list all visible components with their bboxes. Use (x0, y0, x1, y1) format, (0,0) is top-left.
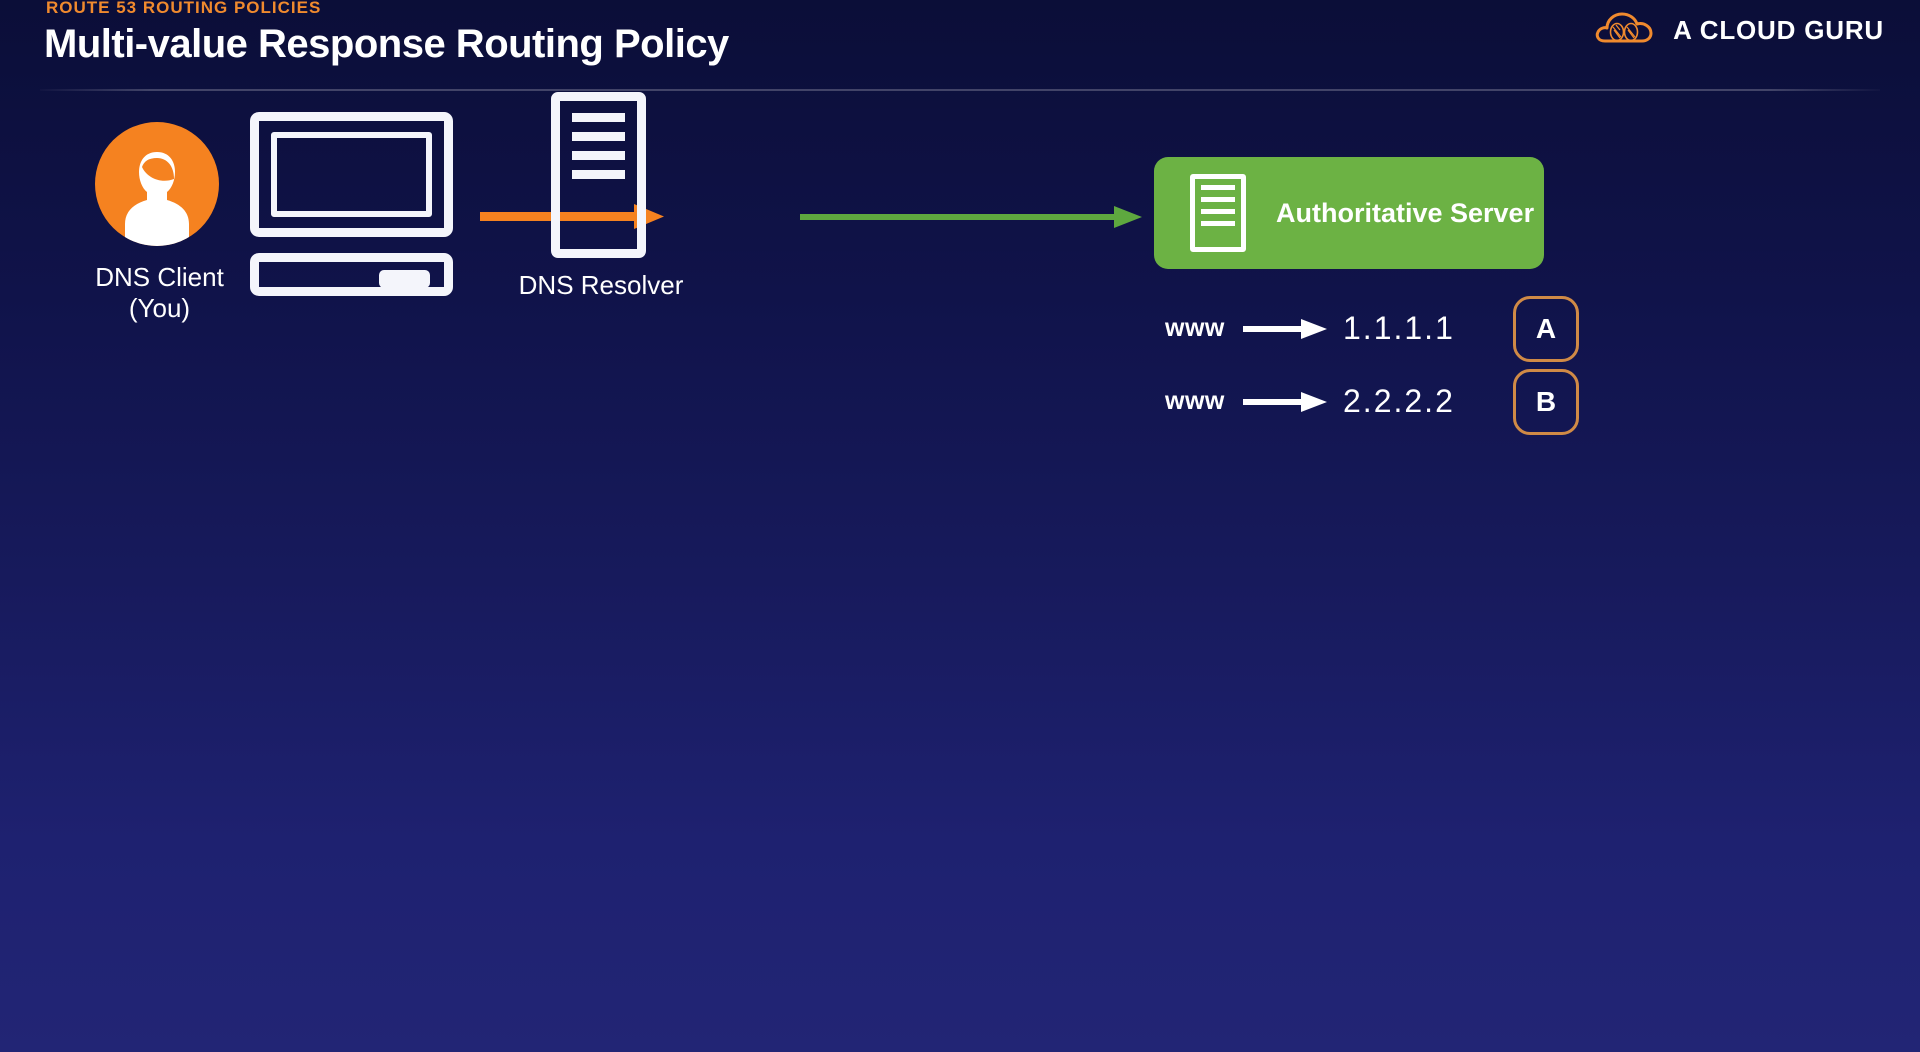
response-arrow-green (800, 200, 1150, 239)
dns-record-row: www 2.2.2.2 B (1165, 365, 1625, 438)
brand-name: A CLOUD GURU (1673, 15, 1884, 45)
server-bar (572, 113, 625, 122)
page-header: ROUTE 53 ROUTING POLICIES Multi-value Re… (0, 0, 1920, 92)
dns-record-list: www 1.1.1.1 A www 2.2.2.2 B (1165, 292, 1625, 438)
server-rack-bars (1201, 185, 1235, 233)
eyebrow-label: ROUTE 53 ROUTING POLICIES (46, 0, 322, 17)
page-title: Multi-value Response Routing Policy (44, 22, 729, 66)
record-badge: A (1513, 295, 1579, 362)
dns-client-label: DNS Client (You) (87, 262, 232, 324)
dns-client-label-line1: DNS Client (95, 262, 224, 292)
monitor-screen (271, 132, 432, 217)
record-ip: 1.1.1.1 (1343, 310, 1455, 346)
diagram-canvas: DNS Client (You) (0, 92, 1920, 1052)
record-badge: B (1513, 368, 1579, 435)
desktop-computer-icon (250, 112, 453, 312)
cloud-guru-logo-icon (1595, 8, 1657, 53)
user-avatar-icon (95, 122, 219, 246)
server-bar (572, 132, 625, 141)
dns-resolver-node: DNS Resolver (519, 92, 756, 392)
server-rack-icon (1190, 174, 1246, 252)
record-ip: 2.2.2.2 (1343, 383, 1455, 419)
arrow-right-white-icon (1237, 316, 1337, 342)
dns-client-label-line2: (You) (128, 293, 191, 323)
server-rack-bars (572, 113, 625, 189)
dns-record-row: www 1.1.1.1 A (1165, 292, 1625, 365)
authoritative-server-label: Authoritative Server (1276, 197, 1535, 228)
server-bar (1201, 209, 1235, 214)
server-rack-icon (551, 92, 646, 258)
dns-client-node: DNS Client (You) (95, 112, 453, 372)
server-bar (572, 170, 625, 179)
brand-lockup: A CLOUD GURU (1595, 8, 1884, 53)
record-host: www (1165, 314, 1225, 342)
authoritative-server-node: Authoritative Server (1154, 157, 1544, 269)
server-bar (1201, 185, 1235, 190)
server-bar (1201, 221, 1235, 226)
server-bar (1201, 197, 1235, 202)
record-host: www (1165, 387, 1225, 415)
arrow-right-white-icon (1237, 389, 1337, 415)
server-bar (572, 151, 625, 160)
monitor-frame (250, 112, 453, 237)
computer-base-indicator (379, 270, 430, 288)
server-rack-frame (1190, 174, 1246, 252)
header-divider (40, 89, 1880, 91)
dns-resolver-label: DNS Resolver (518, 270, 684, 300)
computer-base (250, 253, 453, 296)
